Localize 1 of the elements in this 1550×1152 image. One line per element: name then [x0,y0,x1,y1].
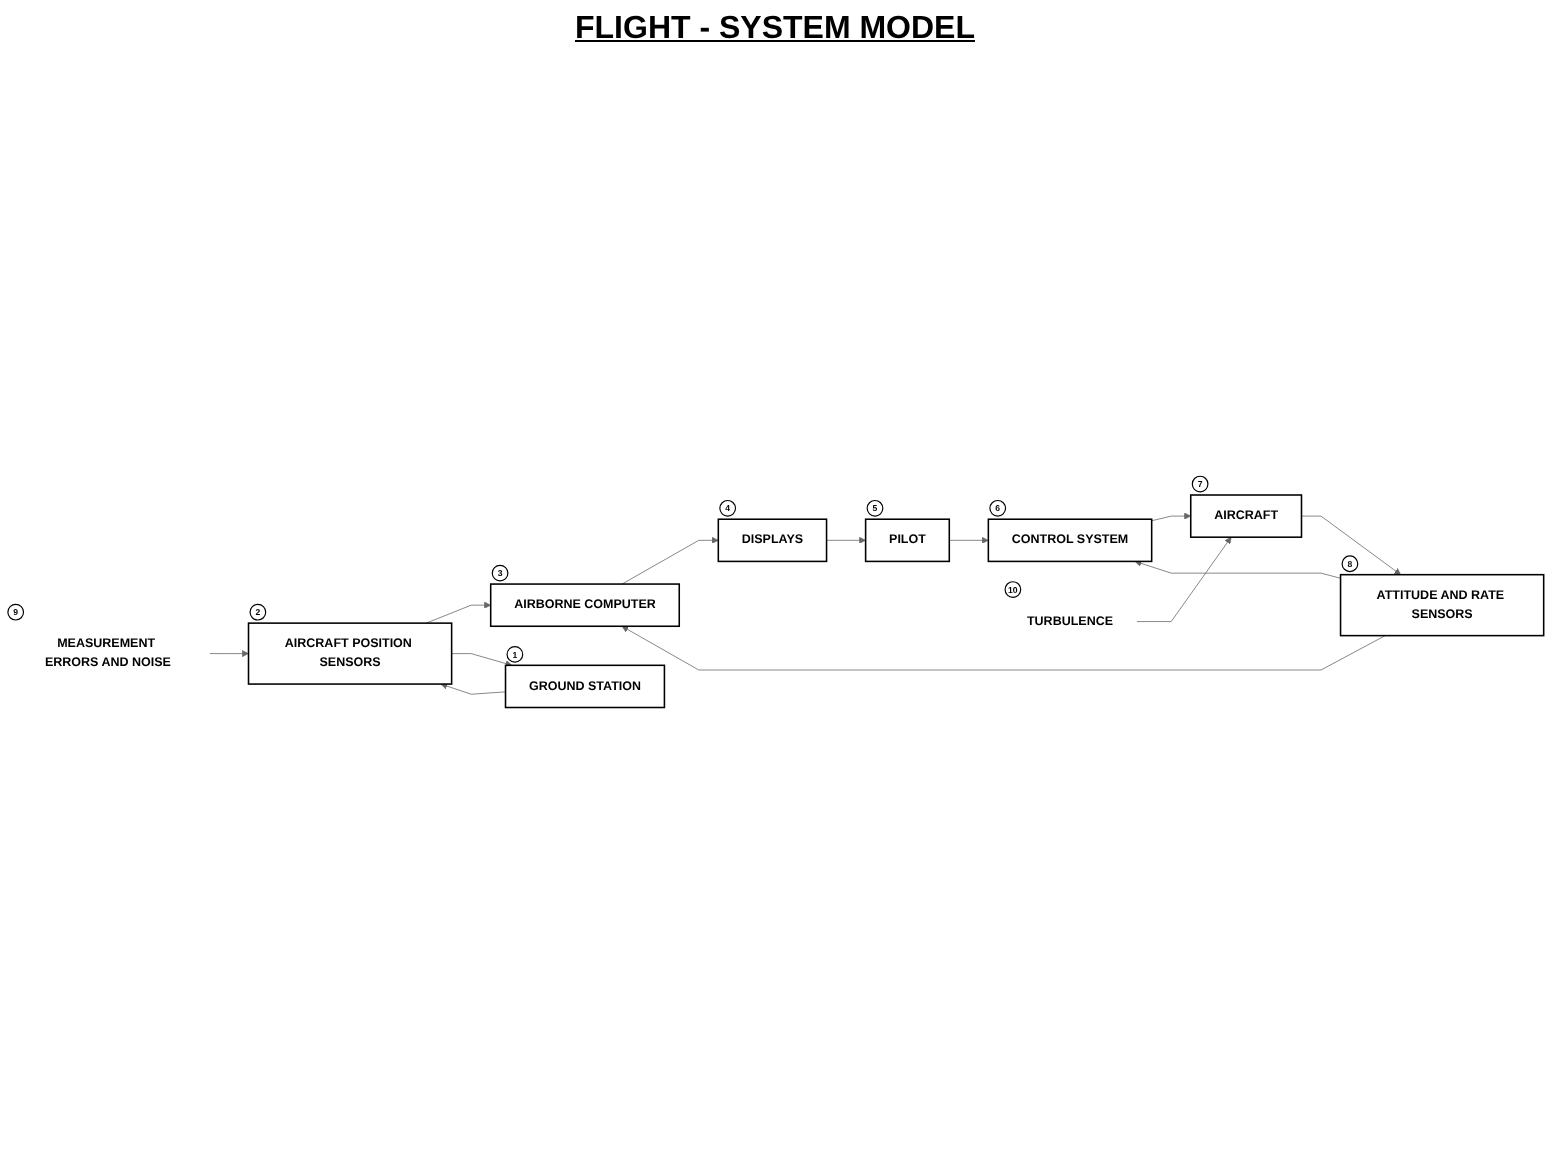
diagram-title: FLIGHT - SYSTEM MODEL [573,12,977,48]
